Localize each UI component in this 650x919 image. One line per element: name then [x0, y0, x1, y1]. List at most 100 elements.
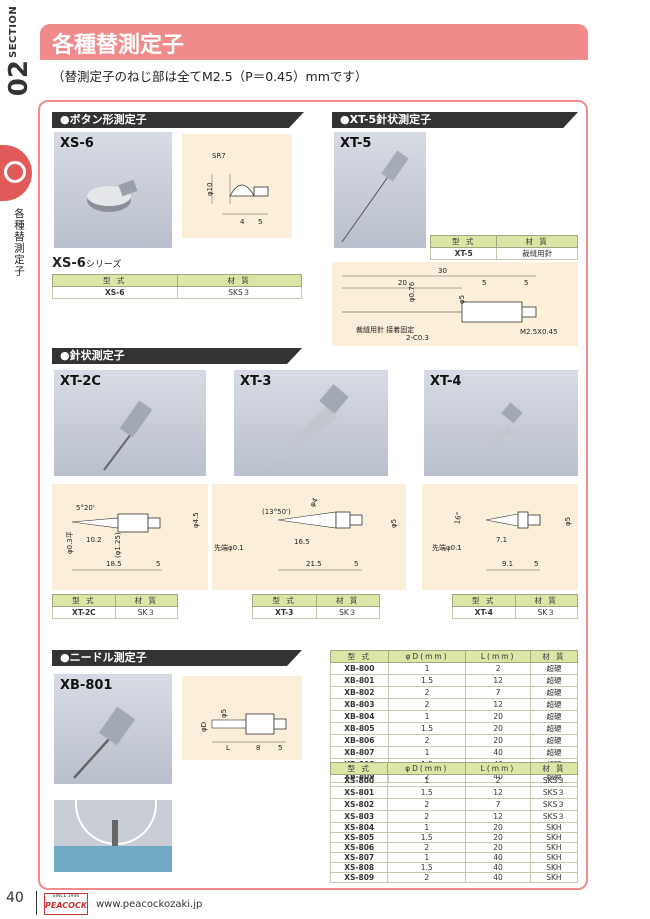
drawing-xt3: (13°50') φ4 先端φ0.1 16.5 φ5 21.5 5	[212, 484, 406, 590]
table-cell: 20	[465, 710, 531, 723]
photo-xs6: XS-6	[54, 132, 172, 248]
note-thread: M2.5X0.45	[520, 328, 558, 336]
table-cell: 超硬	[529, 698, 579, 711]
table-cell: 1	[387, 774, 467, 787]
table-cell: 超硬	[529, 710, 579, 723]
table-cell: 2	[465, 774, 531, 787]
footer-url[interactable]: www.peacockozaki.jp	[96, 899, 203, 910]
dim-tip: φ0.3平	[66, 531, 74, 554]
table-cell: 2	[387, 698, 467, 711]
table-cell: 20	[465, 734, 531, 747]
dim-21-5: 21.5	[306, 560, 322, 568]
table-cell: 7	[465, 798, 531, 811]
table-cell: 2	[387, 798, 467, 811]
table-cell: XS-808	[329, 862, 389, 873]
dim-30: 30	[438, 267, 447, 275]
photo-label: XS-6	[60, 136, 94, 151]
th-model: 型 式	[330, 650, 389, 663]
table-cell: 1	[387, 746, 467, 759]
xt5-illustration	[341, 150, 409, 243]
footer-divider	[36, 891, 37, 915]
table-cell: 12	[465, 810, 531, 823]
drawing-xs6: SR7 φ10 4 5	[182, 134, 292, 238]
table-cell: XB-805	[330, 722, 389, 735]
table-cell: 1	[387, 822, 467, 833]
table-cell: 20	[465, 832, 531, 843]
section-number: 02	[4, 60, 34, 97]
section-header-needle: ●針状測定子	[52, 348, 302, 364]
dim-sr: SR7	[212, 152, 226, 160]
table-cell: 超硬	[529, 674, 579, 687]
photo-label: XT-3	[240, 374, 272, 389]
dim-b: 5	[258, 218, 262, 226]
th-material: 材 質	[114, 594, 179, 607]
drawing-xt4: 16° 先端φ0.1 7.1 φ5 9.1 5	[422, 484, 578, 590]
dim-5: 5	[156, 560, 160, 568]
dim-9-1: 9.1	[502, 560, 513, 568]
th-material: 材 質	[176, 274, 302, 287]
dim-5: 5	[534, 560, 538, 568]
th-material: 材 質	[529, 762, 579, 775]
logo-name: PEACOCK	[45, 901, 88, 910]
table-cell: XS-806	[329, 842, 389, 853]
xs6-illustration	[87, 179, 138, 212]
table-cell: 1.5	[387, 786, 467, 799]
usage-inset-image	[54, 763, 172, 872]
side-marker-icon	[4, 161, 26, 183]
xs6-series-title: XS-6シリーズ	[52, 256, 121, 271]
dim-10-2: 10.2	[86, 536, 102, 544]
table-cell: XS-809	[329, 872, 389, 883]
dim-a: 4	[240, 218, 245, 226]
photo-label: XT-2C	[60, 374, 101, 389]
dim-tip: 先端φ0.1	[214, 543, 244, 552]
series-name: XS-6	[52, 256, 86, 271]
table-cell: XB-807	[330, 746, 389, 759]
table-cell: 1.5	[387, 722, 467, 735]
table-cell: 20	[465, 822, 531, 833]
xb801-illustration	[73, 706, 136, 779]
dim-tip: 先端φ0.1	[432, 543, 462, 552]
xt4-illustration	[484, 402, 523, 450]
dim-d: φD	[200, 722, 208, 732]
usage-illustration	[54, 763, 172, 872]
table-cell: XS-801	[329, 786, 389, 799]
table-cell: SKS３	[529, 798, 579, 811]
table-cell: XS-807	[329, 852, 389, 863]
table-cell: 2	[387, 872, 467, 883]
table-cell: 1.5	[387, 674, 467, 687]
th-l: L(mm)	[465, 650, 531, 663]
table-cell: XB-800	[330, 662, 389, 675]
table-cell: XB-804	[330, 710, 389, 723]
th-model: 型 式	[452, 594, 516, 607]
dim-18-5: 18.5	[106, 560, 122, 568]
drawing-xt2c: 5°20' φ0.3平 10.2 (φ1.25) φ4.5 18.5 5	[52, 484, 208, 590]
table-cell: 40	[465, 746, 531, 759]
th-model: 型 式	[52, 274, 178, 287]
table-cell: 超硬	[529, 746, 579, 759]
dim-d45: φ4.5	[192, 512, 200, 528]
table-cell: 1.5	[387, 862, 467, 873]
table-cell: 2	[387, 810, 467, 823]
th-model: 型 式	[329, 762, 389, 775]
section-word: SECTION	[8, 5, 19, 58]
dim-d5: φ5	[390, 519, 398, 528]
table-cell: XB-803	[330, 698, 389, 711]
dim-angle: (13°50')	[262, 508, 291, 516]
th-material: 材 質	[529, 650, 579, 663]
th-material: 材 質	[496, 235, 578, 248]
table-cell: XS-805	[329, 832, 389, 843]
section-header-xt5: ●XT-5針状測定子	[332, 112, 578, 128]
